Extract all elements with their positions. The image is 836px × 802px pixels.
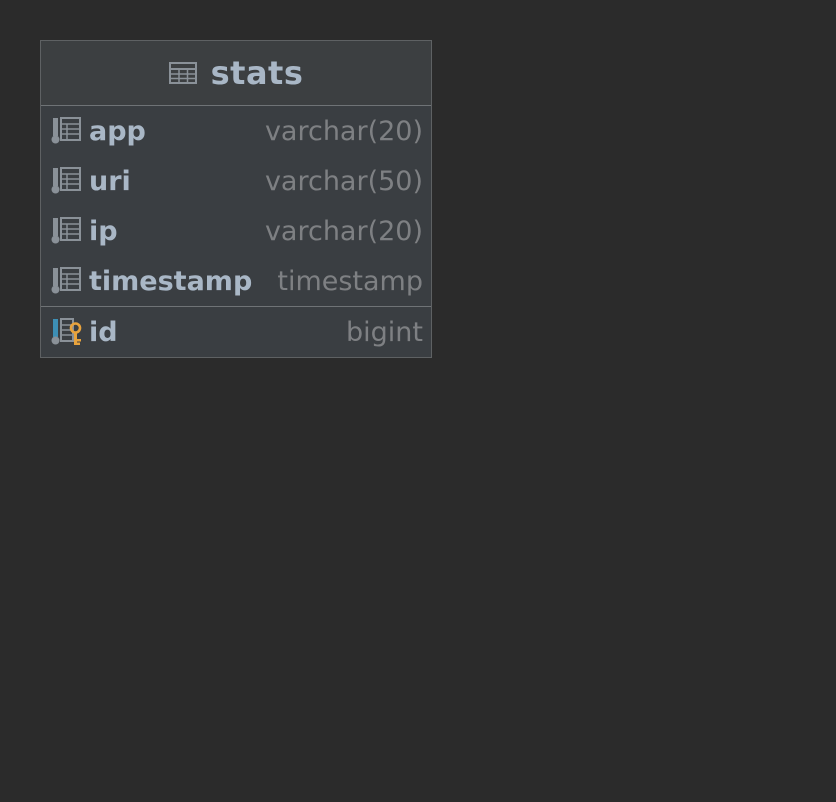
column-type: varchar(20) <box>264 115 423 147</box>
column-row-uri[interactable]: uri varchar(50) <box>41 156 431 206</box>
column-icon <box>51 167 83 195</box>
column-icon <box>51 217 83 245</box>
table-icon <box>168 62 197 84</box>
entity-header: stats <box>41 41 431 106</box>
column-row-timestamp[interactable]: timestamp timestamp <box>41 256 431 306</box>
column-name: ip <box>89 215 118 247</box>
column-icon <box>51 117 83 145</box>
entity-stats[interactable]: stats app varchar(20) <box>40 40 432 358</box>
column-type: bigint <box>346 316 423 348</box>
column-row-id[interactable]: id bigint <box>41 306 431 357</box>
column-name: timestamp <box>89 265 253 297</box>
primary-key-column-icon <box>51 318 83 346</box>
entity-title: stats <box>210 54 304 92</box>
column-name: uri <box>89 165 131 197</box>
column-name: id <box>89 316 118 348</box>
column-type: timestamp <box>277 265 423 297</box>
column-name: app <box>89 115 146 147</box>
column-type: varchar(50) <box>264 165 423 197</box>
column-row-ip[interactable]: ip varchar(20) <box>41 206 431 256</box>
column-row-app[interactable]: app varchar(20) <box>41 106 431 156</box>
column-type: varchar(20) <box>264 215 423 247</box>
column-icon <box>51 267 83 295</box>
